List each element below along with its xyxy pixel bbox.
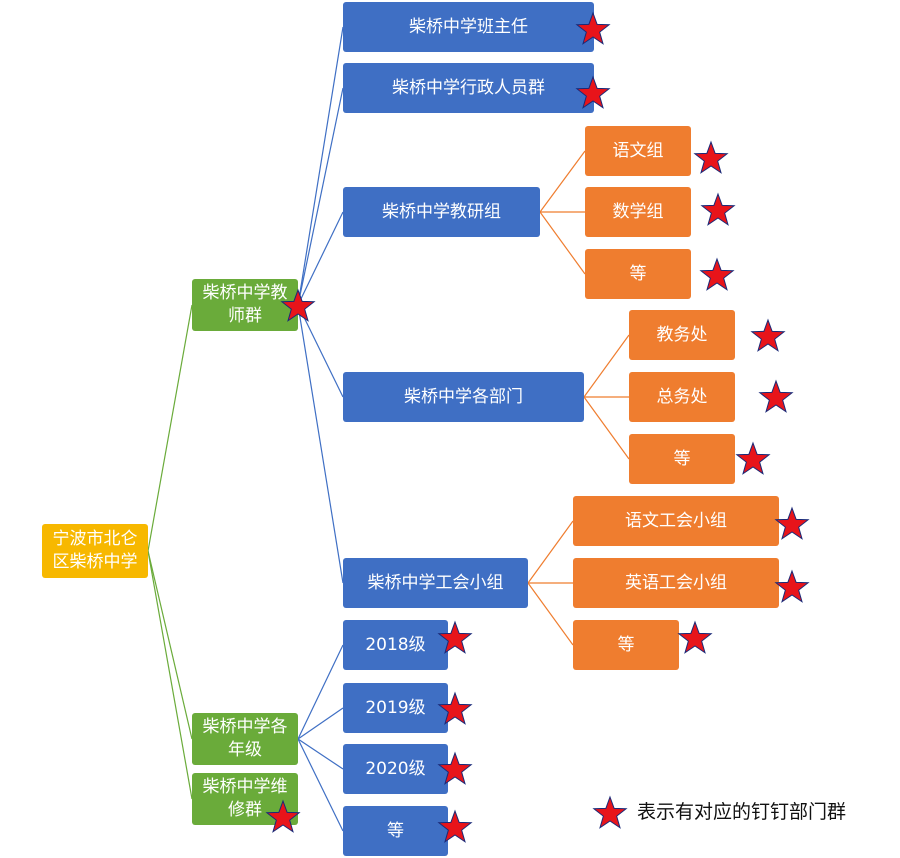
- union-etc-node: 等: [573, 620, 679, 670]
- legend-star-icon: [592, 795, 628, 831]
- star-icon: [699, 257, 735, 293]
- star-icon: [693, 140, 729, 176]
- union-english-node: 英语工会小组: [573, 558, 779, 608]
- general-affairs-node: 总务处: [629, 372, 735, 422]
- star-icon: [750, 318, 786, 354]
- teaching-research-node: 柴桥中学教研组: [343, 187, 540, 237]
- grade-2018-node: 2018级: [343, 620, 448, 670]
- legend-text: 表示有对应的钉钉部门群: [637, 801, 847, 823]
- root-node: 宁波市北仑 区柴桥中学: [42, 524, 148, 578]
- star-icon: [280, 288, 316, 324]
- star-icon: [575, 75, 611, 111]
- research-etc-node: 等: [585, 249, 691, 299]
- union-node: 柴桥中学工会小组: [343, 558, 528, 608]
- star-icon: [677, 620, 713, 656]
- star-icon: [735, 441, 771, 477]
- head-teachers-node: 柴桥中学班主任: [343, 2, 594, 52]
- star-icon: [437, 809, 473, 845]
- star-icon: [575, 11, 611, 47]
- star-icon: [437, 620, 473, 656]
- admin-staff-node: 柴桥中学行政人员群: [343, 63, 594, 113]
- departments-node: 柴桥中学各部门: [343, 372, 584, 422]
- departments-etc-node: 等: [629, 434, 735, 484]
- star-icon: [758, 379, 794, 415]
- star-icon: [774, 506, 810, 542]
- academic-affairs-node: 教务处: [629, 310, 735, 360]
- chinese-group-node: 语文组: [585, 126, 691, 176]
- math-group-node: 数学组: [585, 187, 691, 237]
- maintenance-group-node: 柴桥中学维 修群: [192, 773, 298, 825]
- union-chinese-node: 语文工会小组: [573, 496, 779, 546]
- star-icon: [700, 192, 736, 228]
- star-icon: [437, 691, 473, 727]
- teachers-group-node: 柴桥中学教 师群: [192, 279, 298, 331]
- star-icon: [265, 799, 301, 835]
- grade-2020-node: 2020级: [343, 744, 448, 794]
- grades-group-node: 柴桥中学各 年级: [192, 713, 298, 765]
- grade-2019-node: 2019级: [343, 683, 448, 733]
- star-icon: [774, 569, 810, 605]
- star-icon: [437, 751, 473, 787]
- grade-etc-node: 等: [343, 806, 448, 856]
